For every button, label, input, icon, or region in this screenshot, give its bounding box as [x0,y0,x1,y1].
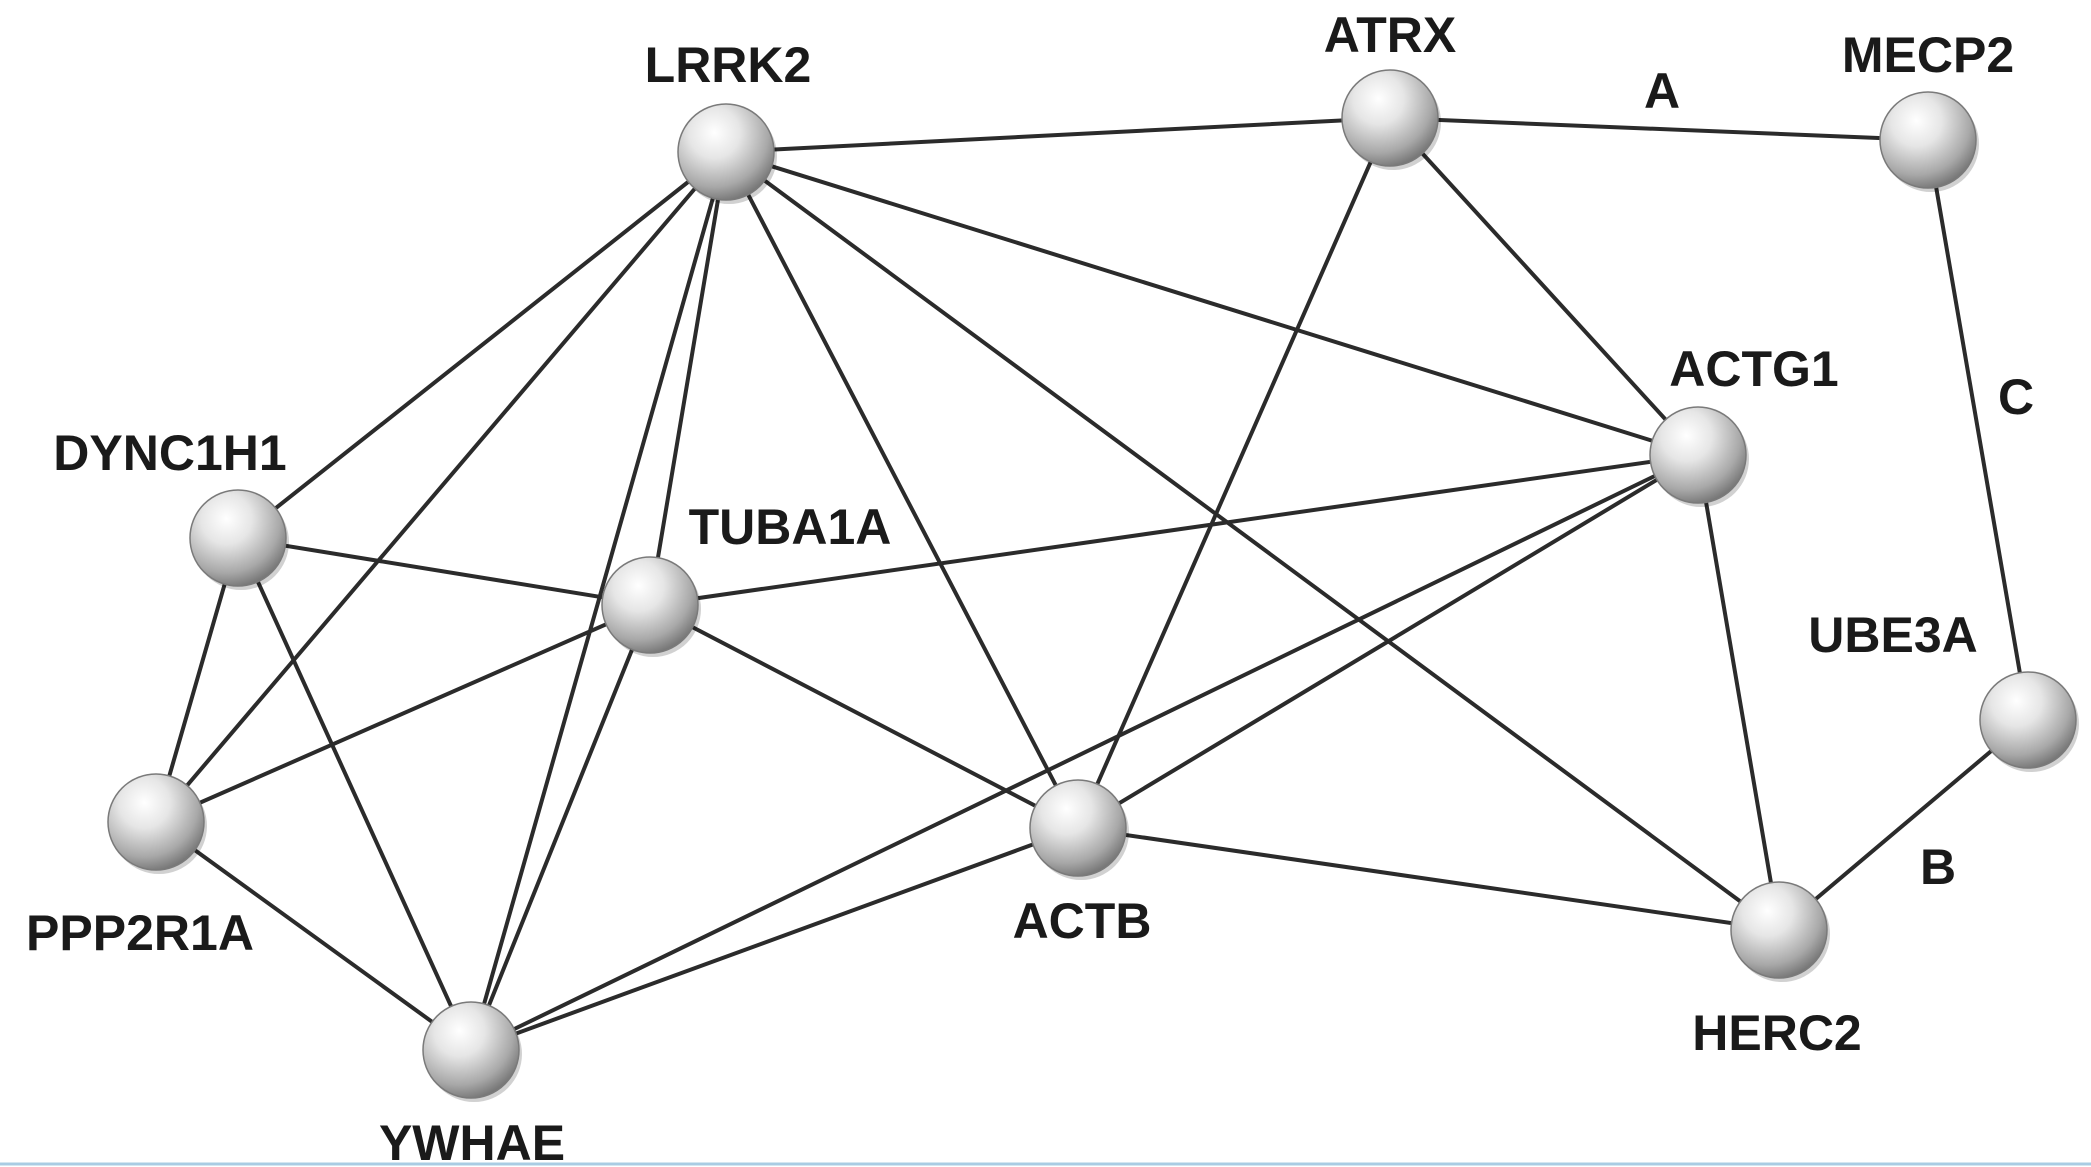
node-label: ATRX [1324,7,1456,63]
node-ywhae: YWHAE [379,1001,565,1167]
node-label: TUBA1A [689,499,892,555]
node-sphere [1649,406,1747,504]
edge-lrrk2-ywhae [469,150,728,1052]
node-label: PPP2R1A [26,905,254,961]
node-label: HERC2 [1692,1005,1861,1061]
edge-lrrk2-dync1h1 [236,150,728,540]
node-sphere [1341,69,1439,167]
node-ube3a: UBE3A [1808,607,2079,772]
node-actb: ACTB [1013,779,1152,949]
node-sphere [107,773,205,871]
node-label: MECP2 [1842,27,2014,83]
edge-dync1h1-tuba1a [236,536,652,607]
edge-labels-layer: A C B [1644,63,2034,895]
node-dync1h1: DYNC1H1 [53,425,289,590]
node-sphere [1979,671,2077,769]
node-label: DYNC1H1 [53,425,286,481]
edge-atrx-actb [1076,116,1392,830]
edges-layer [154,116,2030,1052]
edge-tuba1a-actb [648,603,1080,830]
edge-actg1-tuba1a [648,453,1700,607]
node-label: ACTG1 [1669,341,1838,397]
edge-lrrk2-herc2 [724,150,1781,932]
node-sphere [677,103,775,201]
edge-atrx-mecp2 [1388,116,1930,142]
edge-dync1h1-ppp2r1a [154,536,240,824]
node-label: LRRK2 [645,37,812,93]
node-sphere [422,1001,520,1099]
edge-lrrk2-ppp2r1a [154,150,728,824]
node-label: ACTB [1013,893,1152,949]
edge-lrrk2-tuba1a [648,150,728,607]
edge-lrrk2-actb [724,150,1080,830]
edge-label-b: B [1920,839,1956,895]
edge-dync1h1-ywhae [236,536,473,1052]
edge-ppp2r1a-ywhae [154,820,473,1052]
node-sphere [601,556,699,654]
edge-tuba1a-ywhae [469,603,652,1052]
node-lrrk2: LRRK2 [645,37,812,204]
node-tuba1a: TUBA1A [601,499,892,657]
node-mecp2: MECP2 [1842,27,2014,192]
edge-actg1-actb [1076,453,1700,830]
edge-label-c: C [1998,369,2034,425]
edge-actg1-herc2 [1696,453,1781,932]
edge-actb-ywhae [469,826,1080,1052]
edge-lrrk2-actg1 [724,150,1700,457]
edge-actg1-ywhae [469,453,1700,1052]
node-label: YWHAE [379,1115,565,1167]
edge-label-a: A [1644,63,1680,119]
edge-lrrk2-atrx [724,116,1392,154]
edge-ube3a-herc2 [1777,718,2030,932]
edge-actb-herc2 [1076,826,1781,932]
node-actg1: ACTG1 [1649,341,1839,507]
node-sphere [189,489,287,587]
node-atrx: ATRX [1324,7,1456,170]
edge-mecp2-ube3a [1926,138,2030,722]
node-sphere [1879,91,1977,189]
node-herc2: HERC2 [1692,881,1862,1061]
node-sphere [1029,779,1127,877]
node-label: UBE3A [1808,607,1977,663]
edge-atrx-actg1 [1388,116,1700,457]
node-ppp2r1a: PPP2R1A [26,773,254,961]
node-sphere [1730,881,1828,979]
edge-tuba1a-ppp2r1a [154,603,652,824]
